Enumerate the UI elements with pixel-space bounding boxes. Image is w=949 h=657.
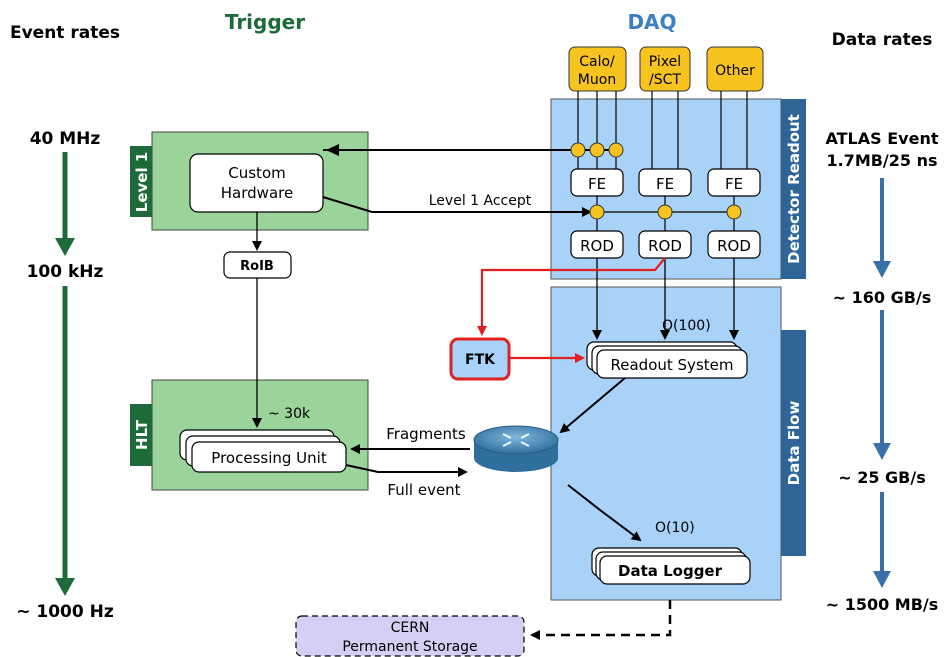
- detector-other: [706, 46, 764, 92]
- data-rate-arrow-1: [873, 178, 891, 278]
- data-rate-event-line1: ATLAS Event: [826, 129, 939, 148]
- data-rate-arrow-2: [873, 310, 891, 460]
- detector-readout-tab-label: Detector Readout: [785, 114, 803, 264]
- custom-hardware-line2: Hardware: [221, 184, 293, 202]
- data-rate-25gbs: ~ 25 GB/s: [838, 468, 926, 487]
- data-rate-160gbs: ~ 160 GB/s: [833, 288, 932, 307]
- trigger-header: Trigger: [225, 10, 305, 34]
- event-rate-40mhz: 40 MHz: [30, 129, 101, 149]
- event-rates-header: Event rates: [10, 23, 120, 43]
- event-rate-arrow-1: [55, 152, 75, 256]
- level1-tab: [130, 146, 152, 217]
- rod-to-ftk-red-arrow: [477, 257, 666, 336]
- event-rate-arrow-2: [55, 286, 75, 596]
- dataflow-tab: [781, 330, 806, 556]
- hlt-tab-label: HLT: [133, 419, 151, 450]
- event-rate-100khz: 100 kHz: [27, 262, 104, 282]
- fe-label-1: FE: [588, 175, 606, 193]
- logger-to-storage-dashed-arrow: [530, 600, 672, 640]
- calo-to-hardware-arrowhead: [326, 144, 339, 156]
- readout-system-label: Readout System: [611, 356, 734, 374]
- full-event-label: Full event: [387, 481, 460, 499]
- cern-storage-line2: Permanent Storage: [342, 639, 477, 655]
- ftk-label: FTK: [465, 352, 496, 368]
- level1-accept-label: Level 1 Accept: [429, 193, 532, 209]
- level1-accept-line: [322, 196, 592, 217]
- level1-tab-label: Level 1: [133, 152, 151, 212]
- cern-storage-box: [295, 615, 525, 657]
- fe-label-2: FE: [656, 175, 674, 193]
- router-to-logger-arrow: [567, 484, 642, 542]
- processing-unit-label: Processing Unit: [211, 449, 327, 467]
- detector-calo-line2: Muon: [578, 72, 616, 88]
- rod-label-2: ROD: [648, 237, 682, 255]
- custom-hardware-box: [189, 153, 324, 213]
- data-logger-label: Data Logger: [618, 562, 723, 580]
- calo-tap-nodes: [570, 142, 624, 158]
- detector-readout-tab: [781, 99, 806, 279]
- detector-pixel-sct: [639, 46, 691, 92]
- ros-to-router-arrow: [559, 377, 626, 434]
- data-rate-1500mbs: ~ 1500 MB/s: [826, 595, 939, 614]
- fe-label-3: FE: [725, 175, 743, 193]
- fragments-label: Fragments: [386, 425, 466, 443]
- detector-pixel-line1: Pixel: [649, 54, 681, 70]
- data-rate-arrow-3: [873, 492, 891, 588]
- event-rate-1000hz: ~ 1000 Hz: [16, 602, 114, 622]
- pu-count-label: ~ 30k: [268, 406, 311, 422]
- pu-to-router-full-event-arrow: [345, 464, 468, 477]
- detector-calo-line1: Calo/: [579, 54, 615, 70]
- data-rates-header: Data rates: [832, 30, 933, 50]
- network-router-icon: [473, 425, 559, 472]
- data-logger-box: [599, 555, 751, 585]
- roib-label: RoIB: [240, 259, 274, 274]
- hlt-tab: [130, 404, 152, 466]
- readout-system-box: [596, 349, 748, 379]
- ros-count-label: O(100): [662, 318, 711, 334]
- processing-unit-box: [191, 441, 347, 473]
- cern-storage-line1: CERN: [391, 620, 430, 636]
- detector-pixel-line2: /SCT: [649, 72, 681, 88]
- dataflow-tab-label: Data Flow: [785, 401, 803, 486]
- logger-count-label: O(10): [655, 520, 695, 536]
- rod-label-1: ROD: [580, 237, 614, 255]
- detector-other-label: Other: [715, 63, 755, 79]
- l1a-nodes: [589, 204, 742, 220]
- rod-label-3: ROD: [717, 237, 751, 255]
- data-rate-event-line2: 1.7MB/25 ns: [826, 151, 937, 170]
- custom-hardware-line1: Custom: [228, 164, 285, 182]
- daq-header: DAQ: [627, 10, 676, 34]
